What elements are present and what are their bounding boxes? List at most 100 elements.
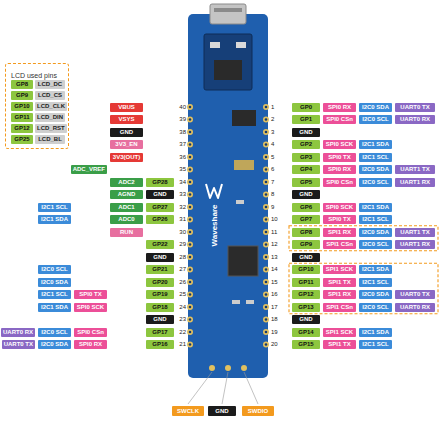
pin-number: 2 <box>271 115 286 124</box>
spi-label: SPI1 CSn <box>323 240 356 249</box>
pin-hole <box>187 104 193 110</box>
lcd-pin-panel: LCD used pinsGP8LCD_DCGP9LCD_CSGP10LCD_C… <box>5 63 69 149</box>
pin-function-text: I2C1 SDA <box>362 266 389 272</box>
pin-function-text: GP2 <box>300 141 312 147</box>
pin-hole <box>263 242 269 248</box>
pin-function-text: I2C0 SDA <box>362 166 389 172</box>
gpio-label: GP9 <box>11 91 33 100</box>
lcd-pin-highlight <box>289 263 438 314</box>
lcd-signal-label: LCD_DIN <box>35 113 65 122</box>
power-label: VSYS <box>110 115 143 124</box>
pin-number: 22 <box>173 328 186 337</box>
pin-function-text: SPI1 TX <box>328 341 350 347</box>
pin-hole <box>263 217 269 223</box>
pin-hole-center <box>265 281 268 284</box>
pin-function-text: GP15 <box>298 341 313 347</box>
pin-number: 8 <box>271 190 286 199</box>
gpio-label: GP21 <box>146 265 174 274</box>
pin-number: 19 <box>271 328 286 337</box>
gpio-label: GP12 <box>292 290 320 299</box>
pin-hole <box>263 254 269 260</box>
pin-number: 30 <box>173 228 186 237</box>
pin-hole-center <box>189 168 192 171</box>
pin-function-text: UART0 TX <box>4 341 33 347</box>
pin-function-text: I2C1 SDA <box>41 216 68 222</box>
pin-hole <box>263 179 269 185</box>
pin-function-text: SPI0 SCK <box>77 304 104 310</box>
control-label: RUN <box>110 228 143 237</box>
spi-label: SPI0 SCK <box>74 303 107 312</box>
pin-number: 4 <box>271 140 286 149</box>
pin-function-text: GP8 <box>300 229 312 235</box>
pin-function-text: GND <box>299 316 312 322</box>
spi-label: SPI1 CSn <box>323 303 356 312</box>
pin-number: 10 <box>271 215 286 224</box>
debug-label: SWDIO <box>242 406 274 416</box>
gpio-label: GP7 <box>292 215 320 224</box>
pin-function-text: GP17 <box>152 329 167 335</box>
pin-hole-center <box>265 143 268 146</box>
pin-number: 34 <box>173 178 186 187</box>
spi-label: SPI0 SCK <box>323 203 356 212</box>
smd-part <box>246 300 254 304</box>
pin-function-text: 3V3_EN <box>115 141 137 147</box>
gpio-label: GP19 <box>146 290 174 299</box>
pin-function-text: UART1 TX <box>400 229 429 235</box>
pin-hole-center <box>189 343 192 346</box>
pin-function-text: LCD_DC <box>38 81 62 87</box>
pin-function-text: SPI1 SCK <box>326 329 353 335</box>
pin-function-text: SPI1 CSn <box>326 241 353 247</box>
pin-hole-center <box>265 168 268 171</box>
smd-part <box>232 300 240 304</box>
debug-pad <box>225 365 231 371</box>
pin-hole <box>263 267 269 273</box>
pin-hole-center <box>265 231 268 234</box>
pin-function-text: I2C1 SCL <box>41 204 67 210</box>
i2c-label: I2C0 SDA <box>38 340 71 349</box>
pin-hole-center <box>189 118 192 121</box>
panel-title: LCD used pins <box>11 71 57 80</box>
pin-function-text: GND <box>153 191 166 197</box>
pin-function-text: LCD_DIN <box>37 114 63 120</box>
gpio-label: GP12 <box>11 124 33 133</box>
pin-number: 21 <box>173 340 186 349</box>
gpio-label: GP17 <box>146 328 174 337</box>
pin-function-text: I2C1 SDA <box>41 304 68 310</box>
gpio-label: GP26 <box>146 215 174 224</box>
pin-function-text: SPI0 CSn <box>326 116 353 122</box>
pin-function-text: AGND <box>118 191 136 197</box>
debug-pad <box>209 365 215 371</box>
i2c-label: I2C1 SDA <box>359 140 392 149</box>
pin-hole-center <box>189 318 192 321</box>
pin-number: 23 <box>173 315 186 324</box>
pin-hole-center <box>265 181 268 184</box>
spi-label: SPI0 RX <box>323 165 356 174</box>
ground-label: GND <box>146 190 174 199</box>
pin-function-text: GP13 <box>298 304 313 310</box>
pin-hole-center <box>265 331 268 334</box>
pin-hole-center <box>189 193 192 196</box>
i2c-label: I2C1 SDA <box>359 203 392 212</box>
pin-number: 1 <box>271 103 286 112</box>
gpio-label: GP28 <box>146 178 174 187</box>
gpio-label: GP11 <box>292 278 320 287</box>
pin-function-text: LCD_RST <box>37 125 65 131</box>
spi-label: SPI1 RX <box>323 228 356 237</box>
pin-function-text: GP8 <box>16 81 28 87</box>
pin-number: 16 <box>271 290 286 299</box>
pin-function-text: GP11 <box>14 114 29 120</box>
pin-hole <box>187 342 193 348</box>
pin-function-text: SPI1 CSn <box>326 304 353 310</box>
pin-function-text: ADC0 <box>118 216 134 222</box>
debug-label: SWCLK <box>172 406 204 416</box>
pin-function-text: I2C1 SCL <box>41 291 67 297</box>
pin-hole-center <box>265 268 268 271</box>
pin-number: 39 <box>173 115 186 124</box>
pin-hole <box>187 179 193 185</box>
lcd-signal-label: LCD_CLK <box>35 102 67 111</box>
pin-number: 13 <box>271 253 286 262</box>
pin-hole-center <box>189 206 192 209</box>
i2c-label: I2C0 SCL <box>38 265 71 274</box>
pin-hole-center <box>189 281 192 284</box>
pin-hole-center <box>189 218 192 221</box>
